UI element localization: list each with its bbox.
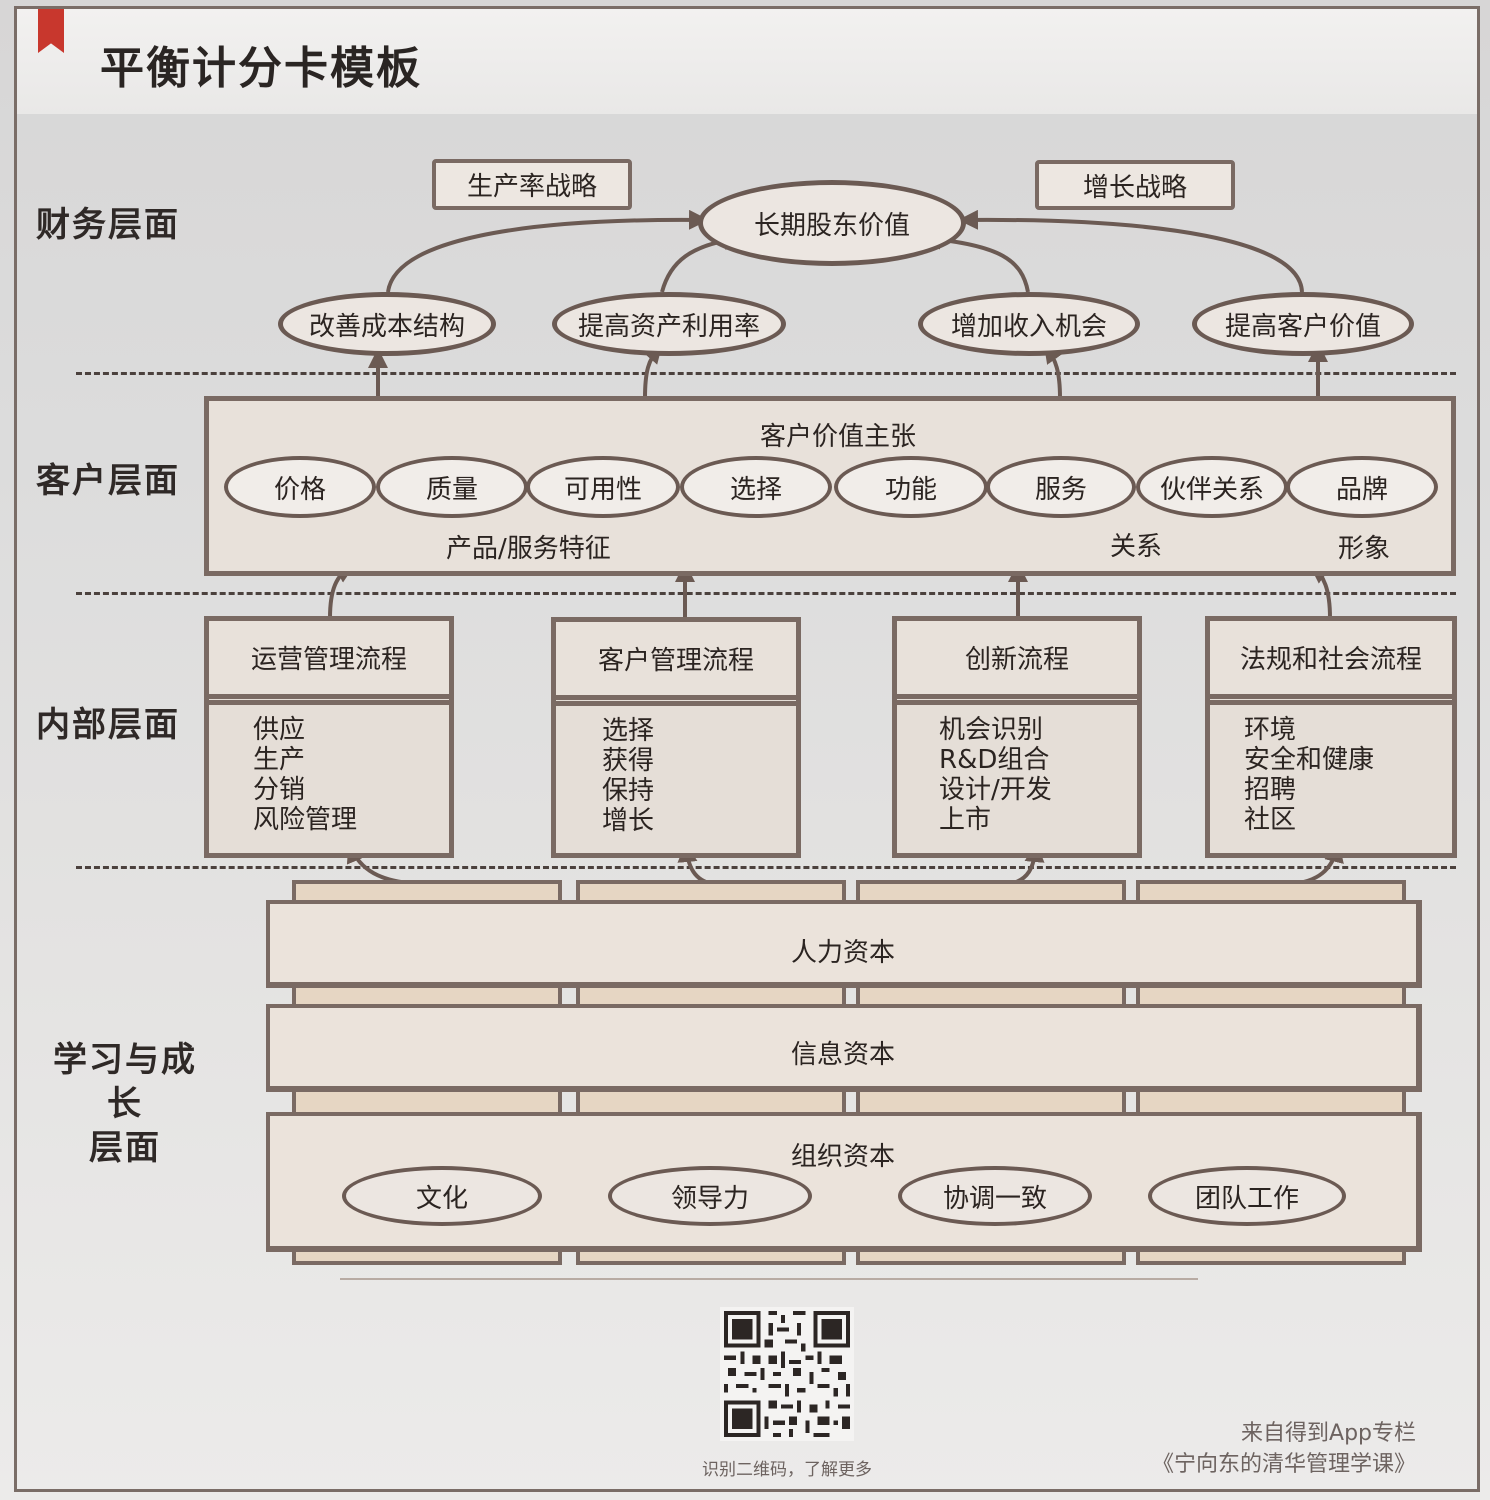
- process-innovation-title: 创新流程: [897, 621, 1137, 705]
- financial-item-cost: 改善成本结构: [278, 292, 496, 356]
- process-item: 机会识别: [939, 715, 1044, 745]
- process-item: 招聘: [1244, 775, 1297, 805]
- qr-caption: 识别二维码，了解更多: [702, 1460, 872, 1480]
- process-item: 生产: [253, 745, 306, 775]
- page-frame: [14, 6, 1480, 1492]
- human-capital-label: 人力资本: [790, 938, 895, 968]
- group-label-image: 形象: [1338, 534, 1391, 564]
- separator-financial-customer: [76, 372, 1456, 375]
- attribute-function: 功能: [834, 456, 988, 518]
- layer-label-customer: 客户层面: [36, 461, 180, 501]
- separator-internal-learning: [76, 866, 1456, 869]
- process-customer-management-title: 客户管理流程: [556, 622, 796, 706]
- organization-capital-label: 组织资本: [790, 1142, 895, 1172]
- arrow-cost-to-value: [386, 209, 709, 293]
- process-regulatory-social-title: 法规和社会流程: [1210, 621, 1452, 705]
- process-regulatory-social: 法规和社会流程 环境 安全和健康 招聘 社区: [1205, 616, 1457, 858]
- layer-label-learning-line2: 层面: [89, 1128, 161, 1168]
- org-item-teamwork: 团队工作: [1148, 1166, 1346, 1226]
- productivity-strategy-box: 生产率战略: [432, 159, 632, 210]
- process-item: 供应: [253, 715, 306, 745]
- process-item: 社区: [1244, 805, 1297, 835]
- attribute-partnership: 伙伴关系: [1136, 456, 1288, 518]
- information-capital-plank: 信息资本: [266, 1004, 1422, 1092]
- growth-strategy-box: 增长战略: [1035, 160, 1235, 210]
- financial-item-customer-value: 提高客户价值: [1192, 292, 1414, 356]
- attribute-selection: 选择: [680, 456, 832, 518]
- process-operations: 运营管理流程 供应 生产 分销 风险管理: [204, 616, 454, 858]
- process-item: 获得: [602, 746, 655, 776]
- process-item: 设计/开发: [939, 775, 1052, 805]
- org-item-alignment: 协调一致: [898, 1166, 1092, 1226]
- layer-label-learning-line1: 学习与成长: [53, 1040, 197, 1124]
- long-term-shareholder-value: 长期股东价值: [698, 180, 966, 266]
- layer-label-financial: 财务层面: [36, 205, 180, 245]
- process-innovation-items: 机会识别 R&D组合 设计/开发 上市: [939, 715, 1052, 835]
- footer-divider: [340, 1278, 1198, 1280]
- source-line-1: 来自得到App专栏: [1241, 1421, 1416, 1446]
- process-item: 安全和健康: [1244, 745, 1375, 775]
- attribute-availability: 可用性: [526, 456, 680, 518]
- qr-code-icon[interactable]: [720, 1307, 854, 1441]
- process-item: 环境: [1244, 715, 1297, 745]
- process-operations-items: 供应 生产 分销 风险管理: [253, 715, 357, 835]
- org-item-culture: 文化: [342, 1166, 542, 1226]
- page-title: 平衡计分卡模板: [100, 43, 422, 94]
- financial-item-revenue: 增加收入机会: [918, 292, 1140, 356]
- process-regulatory-social-items: 环境 安全和健康 招聘 社区: [1244, 715, 1374, 835]
- process-item: 上市: [939, 805, 992, 835]
- layer-label-internal: 内部层面: [36, 705, 180, 745]
- information-capital-label: 信息资本: [790, 1040, 895, 1070]
- process-customer-management-items: 选择 获得 保持 增长: [602, 716, 654, 836]
- attribute-price: 价格: [224, 456, 376, 518]
- group-label-product-service: 产品/服务特征: [446, 534, 611, 564]
- human-capital-plank: 人力资本: [266, 900, 1422, 988]
- process-item: 保持: [602, 776, 655, 806]
- customer-value-proposition-heading: 客户价值主张: [760, 422, 917, 452]
- org-item-leadership: 领导力: [608, 1166, 812, 1226]
- process-item: 分销: [253, 775, 306, 805]
- attribute-quality: 质量: [376, 456, 528, 518]
- group-label-relationship: 关系: [1110, 532, 1163, 562]
- source-line-2: 《宁向东的清华管理学课》: [1151, 1452, 1416, 1477]
- arrow-customer-value-to-value: [958, 209, 1304, 293]
- process-item: 风险管理: [253, 805, 358, 835]
- separator-customer-internal: [76, 592, 1456, 595]
- process-item: 增长: [602, 806, 655, 836]
- process-item: R&D组合: [939, 745, 1050, 775]
- attribute-brand: 品牌: [1286, 456, 1438, 518]
- process-operations-title: 运营管理流程: [209, 621, 449, 705]
- financial-item-asset: 提高资产利用率: [552, 292, 786, 356]
- process-customer-management: 客户管理流程 选择 获得 保持 增长: [551, 617, 801, 858]
- process-item: 选择: [602, 716, 655, 746]
- header-band: [17, 9, 1477, 114]
- process-innovation: 创新流程 机会识别 R&D组合 设计/开发 上市: [892, 616, 1142, 858]
- attribute-service: 服务: [986, 456, 1136, 518]
- layer-label-learning: 学习与成长 层面: [36, 1038, 214, 1170]
